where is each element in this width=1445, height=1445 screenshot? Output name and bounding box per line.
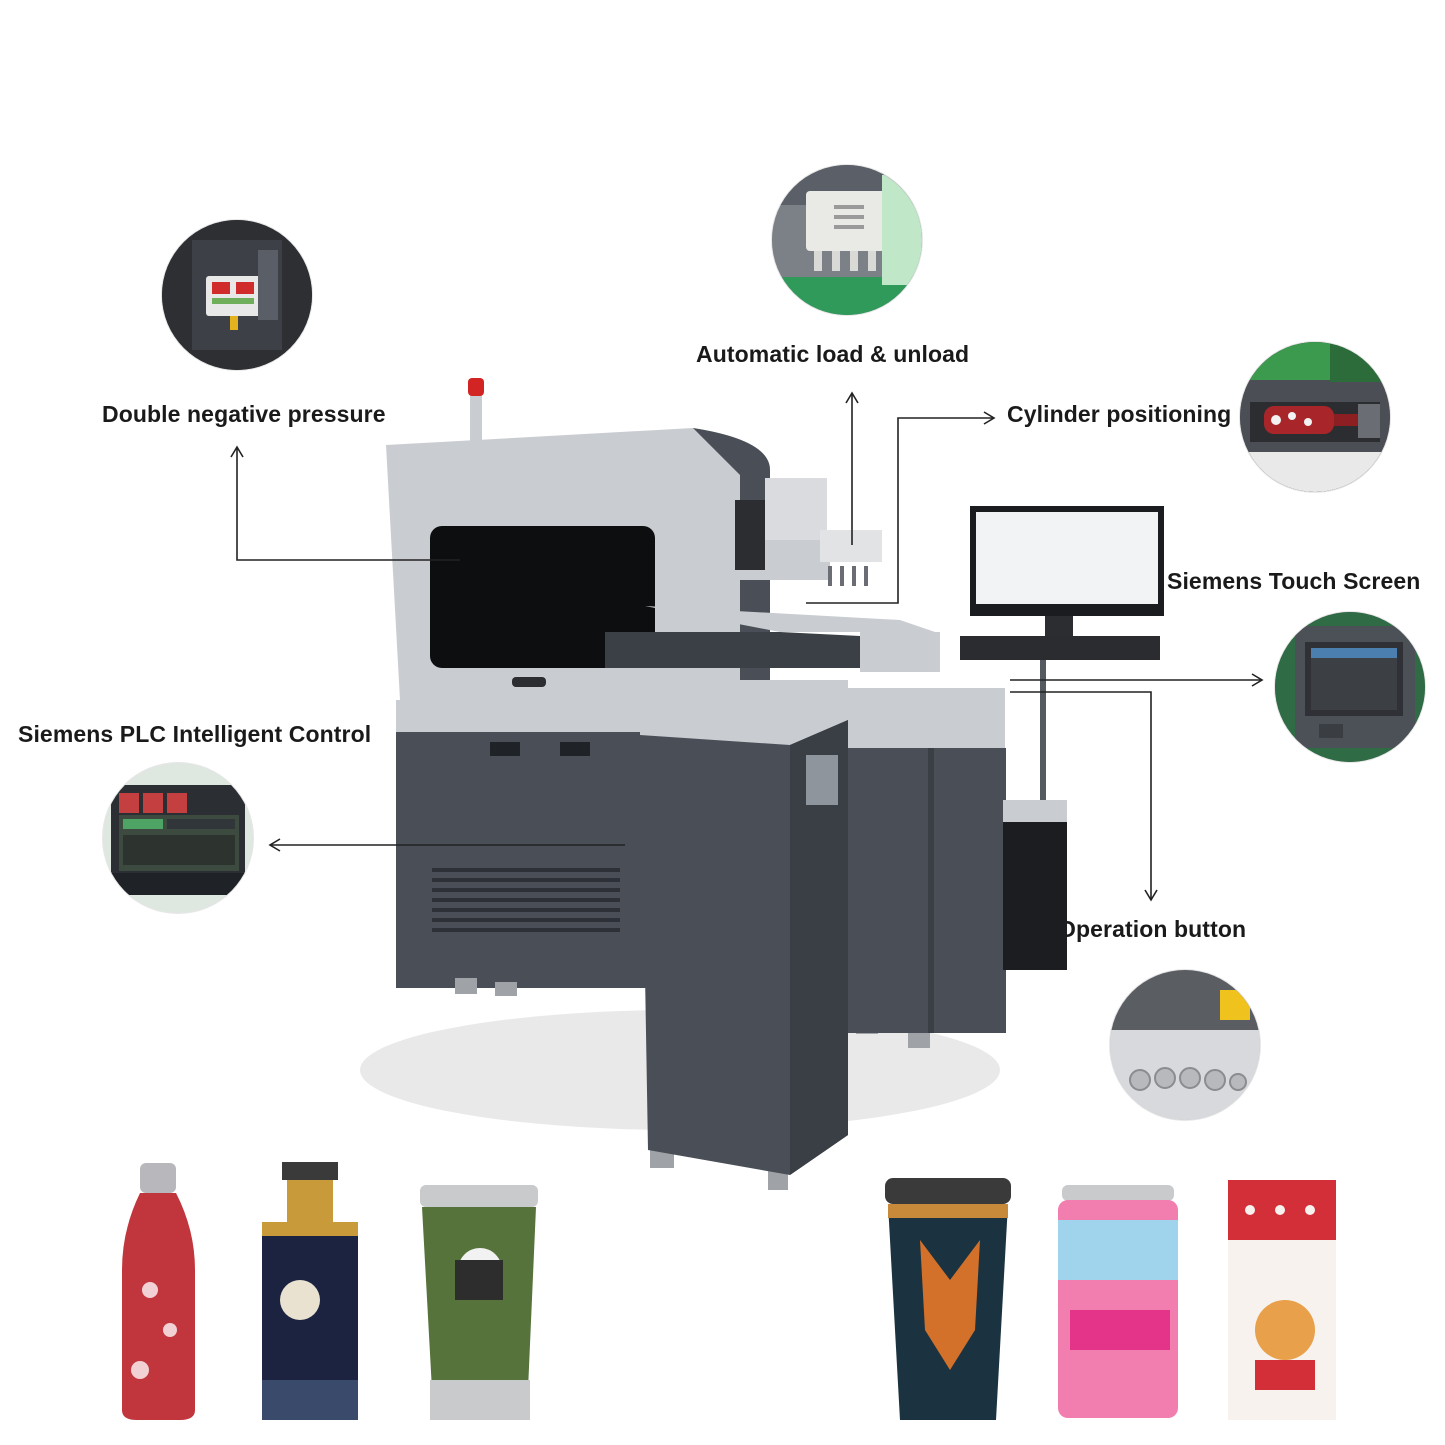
gauge-panel-icon bbox=[162, 220, 312, 370]
fox-tumbler bbox=[885, 1178, 1011, 1420]
plc-module-icon bbox=[103, 763, 253, 913]
label-automatic-load-unload: Automatic load & unload bbox=[696, 341, 970, 367]
control-buttons-icon bbox=[1110, 970, 1260, 1120]
bottle-clamp-icon bbox=[1240, 342, 1390, 492]
green-tumbler bbox=[420, 1185, 538, 1420]
label-siemens-plc: Siemens PLC Intelligent Control bbox=[18, 721, 372, 747]
pink-can bbox=[1058, 1185, 1178, 1418]
label-siemens-touch-screen: Siemens Touch Screen bbox=[1167, 568, 1421, 594]
red-water-bottle bbox=[122, 1163, 195, 1420]
navy-liquor-bottle bbox=[262, 1162, 358, 1420]
printhead-icon bbox=[772, 165, 922, 315]
label-cylinder-positioning: Cylinder positioning bbox=[1007, 401, 1232, 427]
label-operation-button: Operation button bbox=[1058, 916, 1247, 942]
touch-screen-icon bbox=[1275, 612, 1425, 762]
label-double-negative-pressure: Double negative pressure bbox=[102, 401, 386, 427]
reindeer-tube bbox=[1228, 1180, 1336, 1420]
